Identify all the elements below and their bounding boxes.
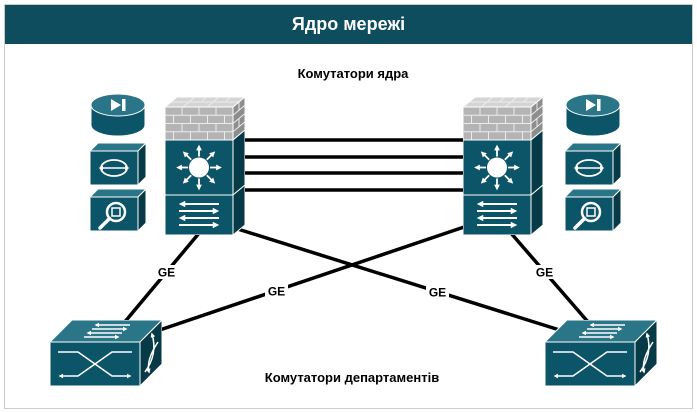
firewall-icon bbox=[165, 97, 245, 140]
link-label: GE bbox=[265, 284, 288, 299]
service-modules-right bbox=[565, 93, 621, 231]
link-label-text: GE bbox=[268, 285, 285, 299]
analysis-module-icon bbox=[90, 189, 146, 231]
media-module-icon bbox=[90, 93, 146, 137]
link-label-background bbox=[533, 265, 556, 279]
link-label-background bbox=[265, 284, 288, 298]
core-switches-caption: Комутатори ядра bbox=[298, 66, 410, 81]
slide-frame bbox=[4, 4, 693, 409]
link-label-background bbox=[426, 285, 449, 299]
department-switch-right-icon bbox=[545, 320, 657, 386]
analysis-module-icon bbox=[565, 189, 621, 231]
link-left-core-to-right-department bbox=[224, 223, 586, 340]
link-label: GE bbox=[533, 265, 556, 280]
department-switches-caption: Комутатори департаментів bbox=[265, 370, 439, 385]
link-label-text: GE bbox=[429, 286, 446, 300]
firewall-icon bbox=[463, 97, 543, 140]
core-switch-stack-right bbox=[463, 97, 543, 235]
multilayer-switch-icon bbox=[165, 130, 245, 195]
link-label-background bbox=[155, 265, 178, 279]
link-label-text: GE bbox=[536, 266, 553, 280]
multilayer-switch-icon bbox=[463, 130, 543, 195]
link-label: GE bbox=[426, 285, 449, 300]
link-label: GE bbox=[155, 265, 178, 280]
core-switch-stack-left bbox=[165, 97, 245, 235]
link-right-core-to-left-department bbox=[144, 223, 471, 337]
department-switch-left-icon bbox=[50, 320, 162, 386]
service-modules-left bbox=[90, 93, 146, 231]
link-right-core-to-right-department bbox=[508, 230, 597, 332]
links bbox=[116, 138, 597, 340]
link-label-text: GE bbox=[158, 266, 175, 280]
header-bar: Ядро мережі bbox=[5, 5, 692, 44]
link-left-core-to-left-department bbox=[116, 230, 202, 332]
page-title: Ядро мережі bbox=[291, 14, 406, 34]
media-module-icon bbox=[565, 93, 621, 137]
content-engine-module-icon bbox=[90, 143, 146, 185]
content-engine-module-icon bbox=[565, 143, 621, 185]
